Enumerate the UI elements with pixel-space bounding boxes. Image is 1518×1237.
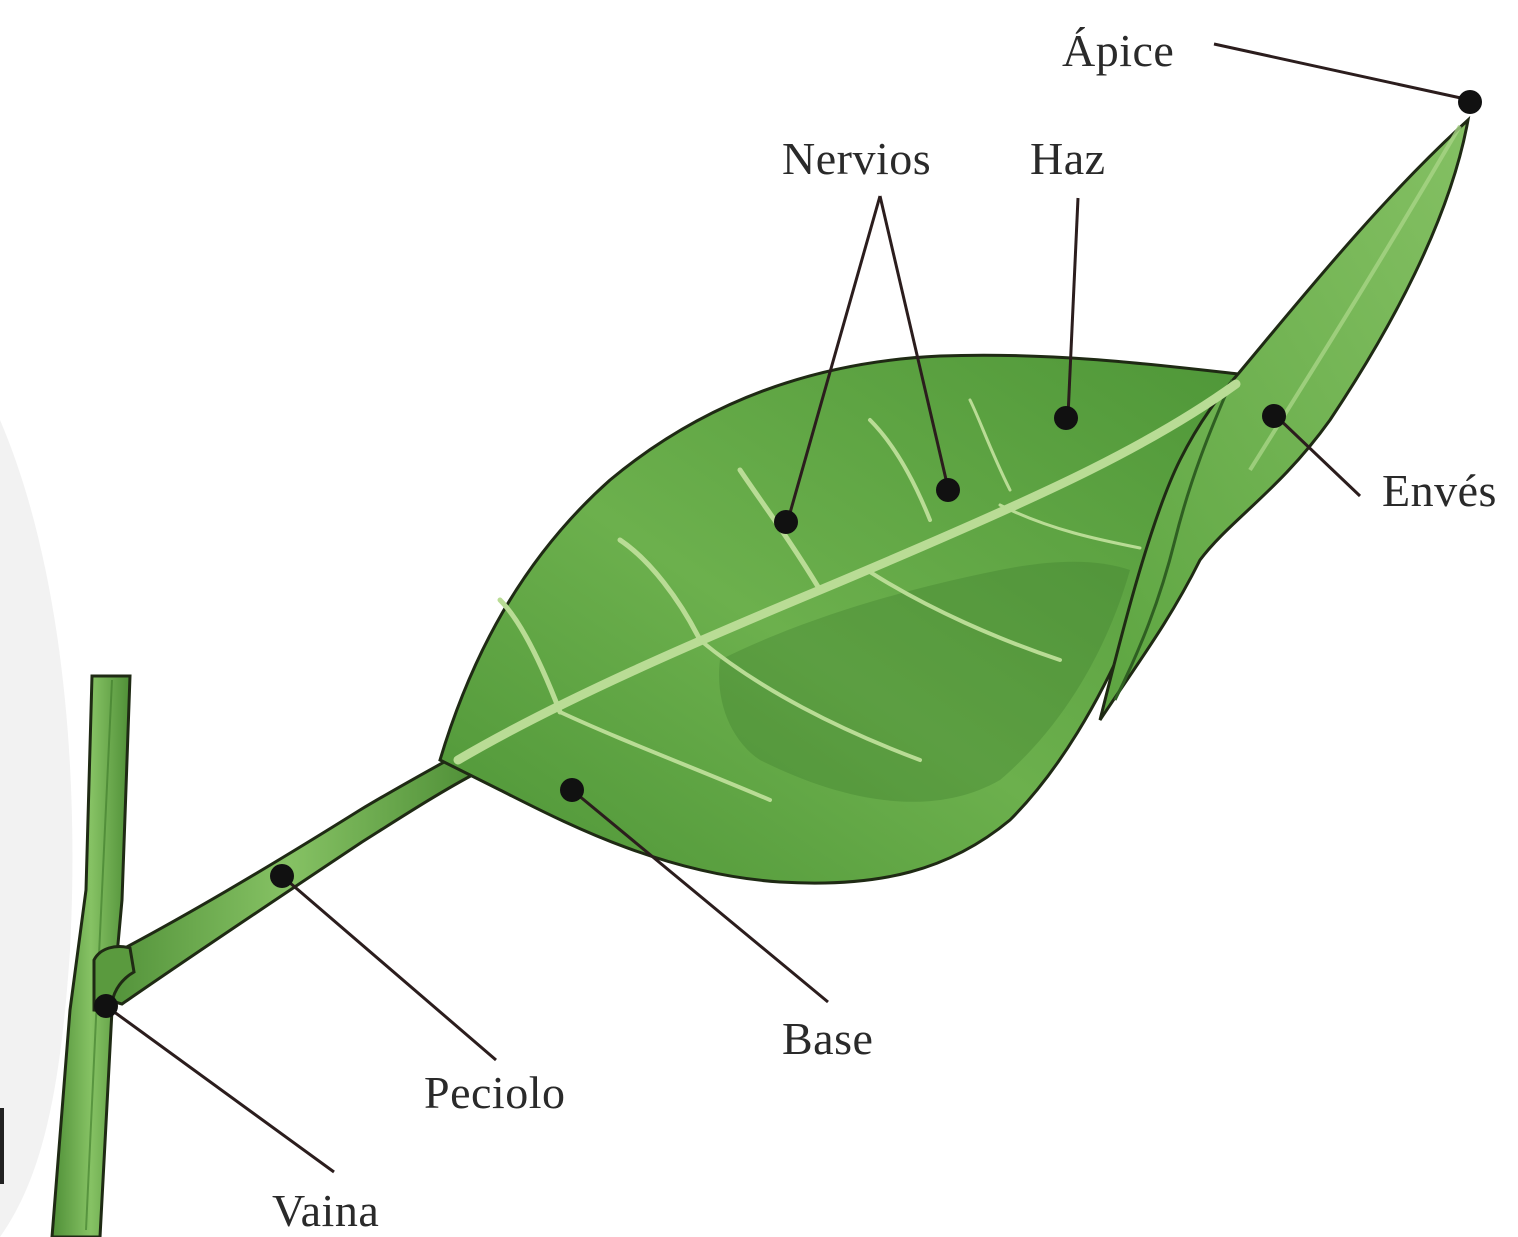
label-base: Base [782, 1013, 873, 1064]
label-apice: Ápice [1062, 25, 1174, 76]
label-enves: Envés [1382, 465, 1497, 516]
dot-vaina [94, 994, 118, 1018]
dot-nervios-left [774, 510, 798, 534]
dot-enves [1262, 404, 1286, 428]
dot-haz [1054, 406, 1078, 430]
dot-apice [1458, 90, 1482, 114]
edge-mark [0, 1108, 4, 1184]
label-haz: Haz [1030, 133, 1106, 184]
dot-peciolo [270, 864, 294, 888]
dot-base [560, 778, 584, 802]
label-nervios: Nervios [782, 133, 931, 184]
label-vaina: Vaina [272, 1185, 379, 1236]
dot-nervios-right [936, 478, 960, 502]
label-peciolo: Peciolo [424, 1067, 565, 1118]
